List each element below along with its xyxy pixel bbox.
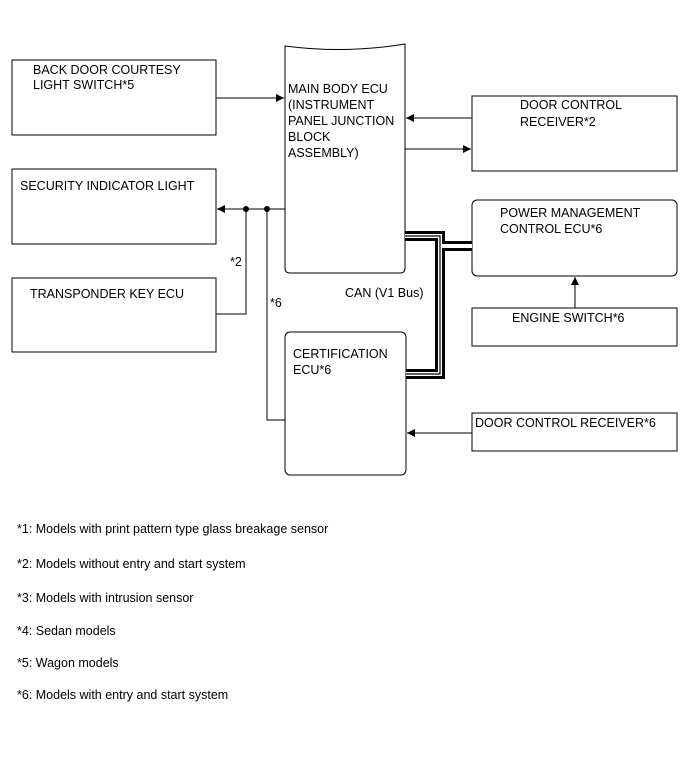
footnote-4: *4: Sedan models	[17, 624, 116, 638]
back-door-courtesy-switch-box	[11, 59, 217, 136]
engine-switch-box	[471, 307, 678, 347]
back-door-label-2: LIGHT SWITCH*5	[33, 78, 134, 92]
transponder-wire	[216, 209, 247, 315]
power-ecu-label-2: CONTROL ECU*6	[500, 222, 602, 236]
door-control-receiver-6-box	[471, 412, 678, 452]
footnote-2: *2: Models without entry and start syste…	[17, 557, 246, 571]
main-ecu-label-2: (INSTRUMENT	[288, 98, 374, 112]
can-bus-lines	[405, 231, 472, 379]
transponder-key-ecu-box	[11, 277, 217, 353]
certification-label-2: ECU*6	[293, 363, 331, 377]
certification-label-1: CERTIFICATION	[293, 347, 388, 361]
receiver2-label-1: DOOR CONTROL	[520, 98, 622, 112]
junction-dot	[264, 206, 270, 212]
main-ecu-label-3: PANEL JUNCTION	[288, 114, 394, 128]
footnote-1: *1: Models with print pattern type glass…	[17, 522, 329, 536]
power-ecu-label-1: POWER MANAGEMENT	[500, 206, 641, 220]
can-bus-label: CAN (V1 Bus)	[345, 286, 424, 300]
security-indicator-light-box	[11, 168, 217, 245]
engine-switch-label: ENGINE SWITCH*6	[512, 311, 625, 325]
receiver6-label: DOOR CONTROL RECEIVER*6	[475, 416, 656, 430]
main-ecu-label-4: BLOCK	[288, 130, 331, 144]
star2-label: *2	[230, 255, 242, 269]
transponder-label: TRANSPONDER KEY ECU	[30, 287, 184, 301]
junction-dot	[243, 206, 249, 212]
power-management-ecu-box	[471, 199, 678, 277]
footnote-6: *6: Models with entry and start system	[17, 688, 229, 702]
door-control-receiver-2-box	[471, 95, 678, 172]
receiver2-label-2: RECEIVER*2	[520, 115, 596, 129]
footnote-5: *5: Wagon models	[17, 656, 119, 670]
main-ecu-label-5: ASSEMBLY)	[288, 146, 359, 160]
footnote-3: *3: Models with intrusion sensor	[17, 591, 194, 605]
main-body-ecu-box	[284, 43, 406, 274]
main-ecu-label-1: MAIN BODY ECU	[288, 82, 388, 96]
back-door-label-1: BACK DOOR COURTESY	[33, 63, 181, 77]
security-indicator-label: SECURITY INDICATOR LIGHT	[20, 179, 195, 193]
certification-wire	[266, 209, 285, 421]
star6-label: *6	[270, 296, 282, 310]
certification-ecu-box	[284, 331, 407, 476]
